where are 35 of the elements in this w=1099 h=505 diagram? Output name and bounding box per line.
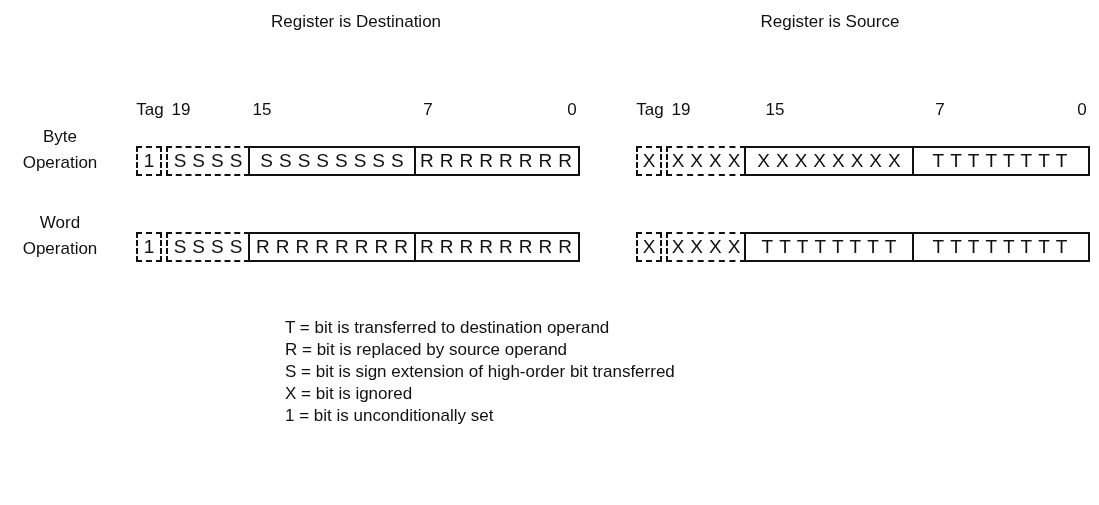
byte-bits-box: SSSSSSSS <box>248 146 416 176</box>
legend-text: R = bit is replaced by source operand <box>285 340 568 360</box>
extension-bits-box: XXXX <box>666 146 746 176</box>
bit-number: 0 <box>567 100 577 120</box>
bit-number: Tag <box>636 100 664 120</box>
bit-number: 7 <box>935 100 945 120</box>
tag-bit-box: 1 <box>136 232 162 262</box>
section-heading: Register is Destination <box>270 12 442 32</box>
section-heading: Register is Source <box>760 12 900 32</box>
legend-text: S = bit is sign extension of high-order bit transferred <box>285 362 675 382</box>
bit-number: 7 <box>423 100 433 120</box>
byte-bits-box: RRRRRRRR <box>414 232 580 262</box>
legend-text: T = bit is transferred to destination operand <box>285 318 610 338</box>
byte-bits-box: TTTTTTTT <box>912 232 1090 262</box>
byte-bits-box: XXXXXXXX <box>744 146 914 176</box>
extension-bits-box: XXXX <box>666 232 746 262</box>
bit-number: 15 <box>765 100 785 120</box>
byte-bits-box: RRRRRRRR <box>414 146 580 176</box>
row-label: Word Operation <box>21 212 99 260</box>
bit-number: 19 <box>171 100 191 120</box>
bit-number: 19 <box>671 100 691 120</box>
extension-bits-box: SSSS <box>166 146 250 176</box>
bit-number: 15 <box>252 100 272 120</box>
legend-text: 1 = bit is unconditionally set <box>285 406 494 426</box>
byte-bits-box: RRRRRRRR <box>248 232 416 262</box>
byte-bits-box: TTTTTTTT <box>744 232 914 262</box>
extension-bits-box: SSSS <box>166 232 250 262</box>
bit-number: Tag <box>136 100 164 120</box>
bit-number: 0 <box>1077 100 1087 120</box>
legend-text: X = bit is ignored <box>285 384 413 404</box>
tag-bit-box: X <box>636 146 662 176</box>
row-label: Byte Operation <box>21 126 99 174</box>
byte-bits-box: TTTTTTTT <box>912 146 1090 176</box>
tag-bit-box: X <box>636 232 662 262</box>
tag-bit-box: 1 <box>136 146 162 176</box>
